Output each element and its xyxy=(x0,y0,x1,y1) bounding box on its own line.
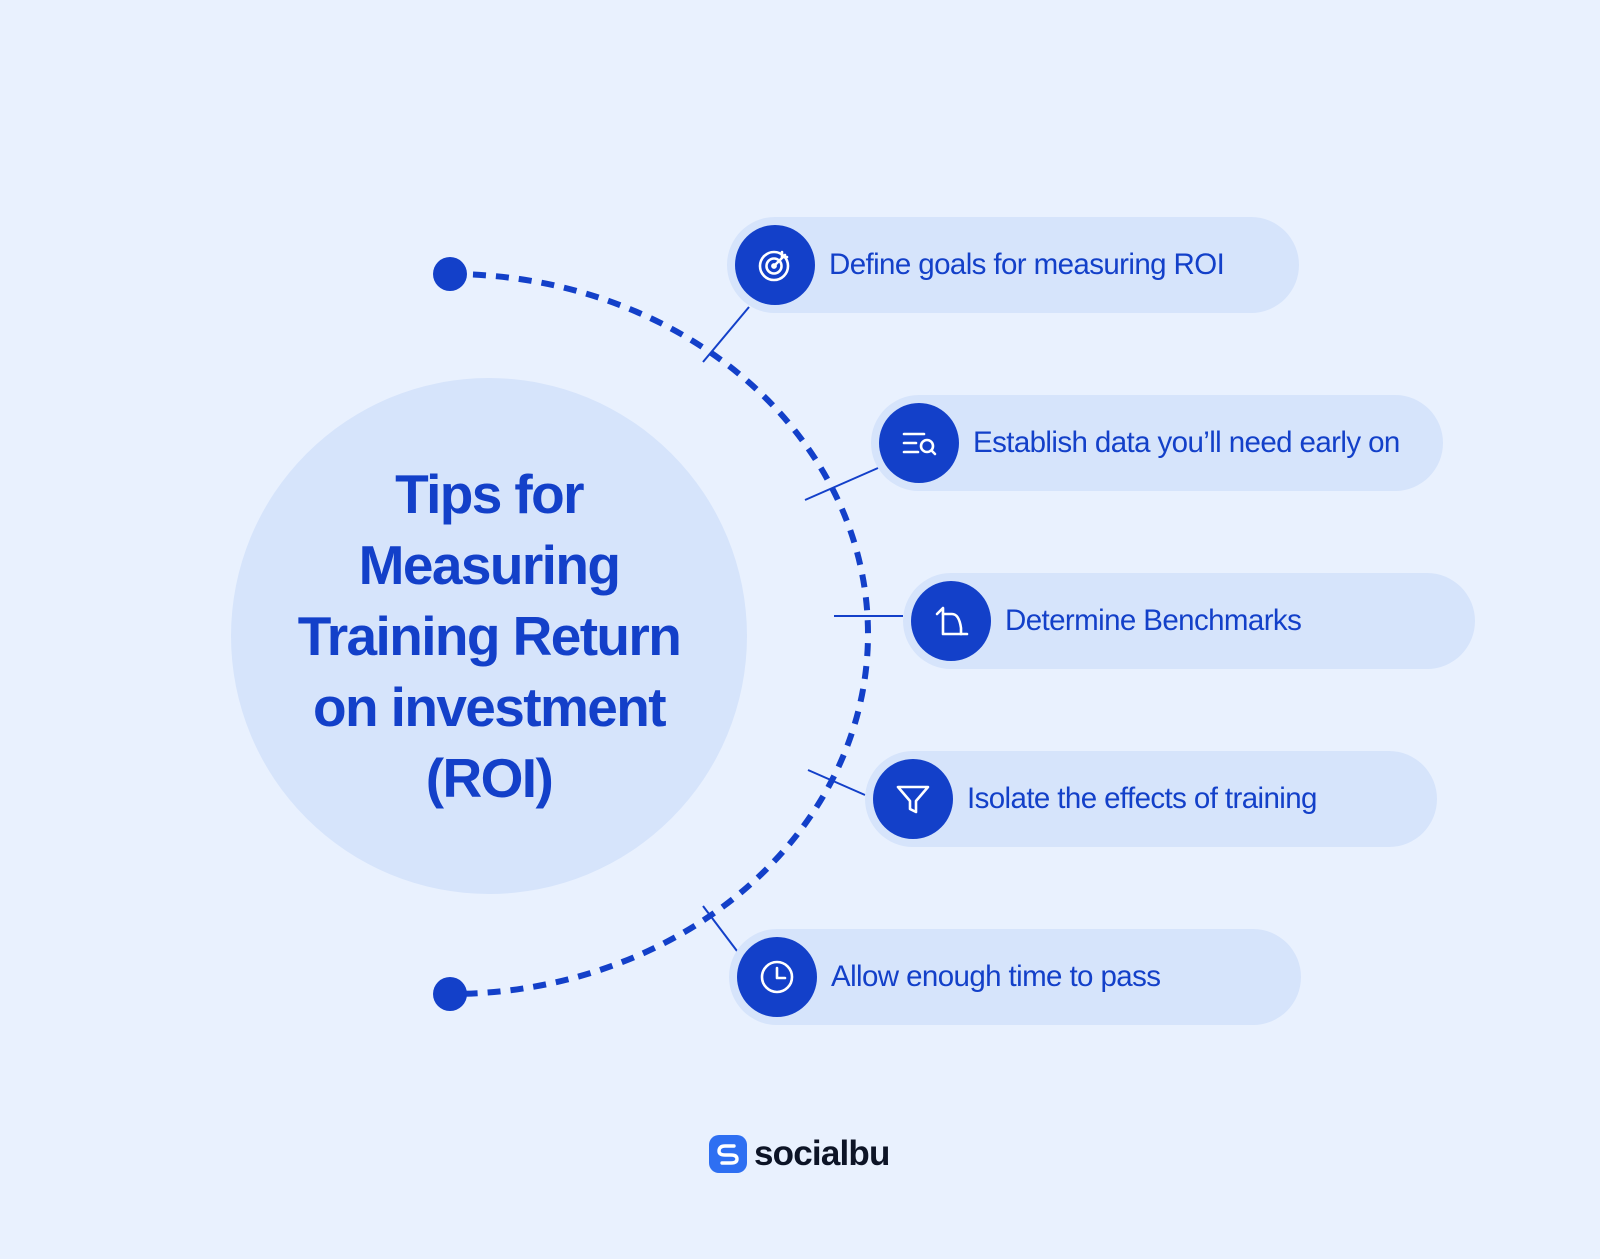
filter-icon xyxy=(873,759,953,839)
brand-name: socialbu xyxy=(754,1134,890,1173)
leader-line-4 xyxy=(807,769,866,796)
clock-icon xyxy=(737,937,817,1017)
title-circle: Tips for Measuring Training Return on in… xyxy=(231,378,747,894)
tip-isolate-effects: Isolate the effects of training xyxy=(865,751,1437,847)
arc-start-dot xyxy=(433,257,467,291)
brand-footer: socialbu xyxy=(709,1134,890,1174)
infographic-title: Tips for Measuring Training Return on in… xyxy=(297,462,682,809)
tip-label: Determine Benchmarks xyxy=(1005,604,1302,637)
tip-label: Allow enough time to pass xyxy=(831,960,1161,993)
tip-label: Isolate the effects of training xyxy=(967,782,1317,815)
tip-determine-benchmarks: Determine Benchmarks xyxy=(903,573,1475,669)
leader-line-2 xyxy=(804,467,879,501)
tip-label: Establish data you’ll need early on xyxy=(973,426,1400,459)
tip-define-goals: Define goals for measuring ROI xyxy=(727,217,1299,313)
arc-end-dot xyxy=(433,977,467,1011)
leader-line-5 xyxy=(702,905,738,952)
dashed-arc xyxy=(449,271,871,997)
leader-line-1 xyxy=(702,306,750,363)
crop-icon xyxy=(911,581,991,661)
data-search-icon xyxy=(879,403,959,483)
target-icon xyxy=(735,225,815,305)
tip-label: Define goals for measuring ROI xyxy=(829,248,1225,281)
tip-establish-data: Establish data you’ll need early on xyxy=(871,395,1443,491)
tip-allow-time: Allow enough time to pass xyxy=(729,929,1301,1025)
socialbu-logo-icon xyxy=(709,1135,747,1173)
